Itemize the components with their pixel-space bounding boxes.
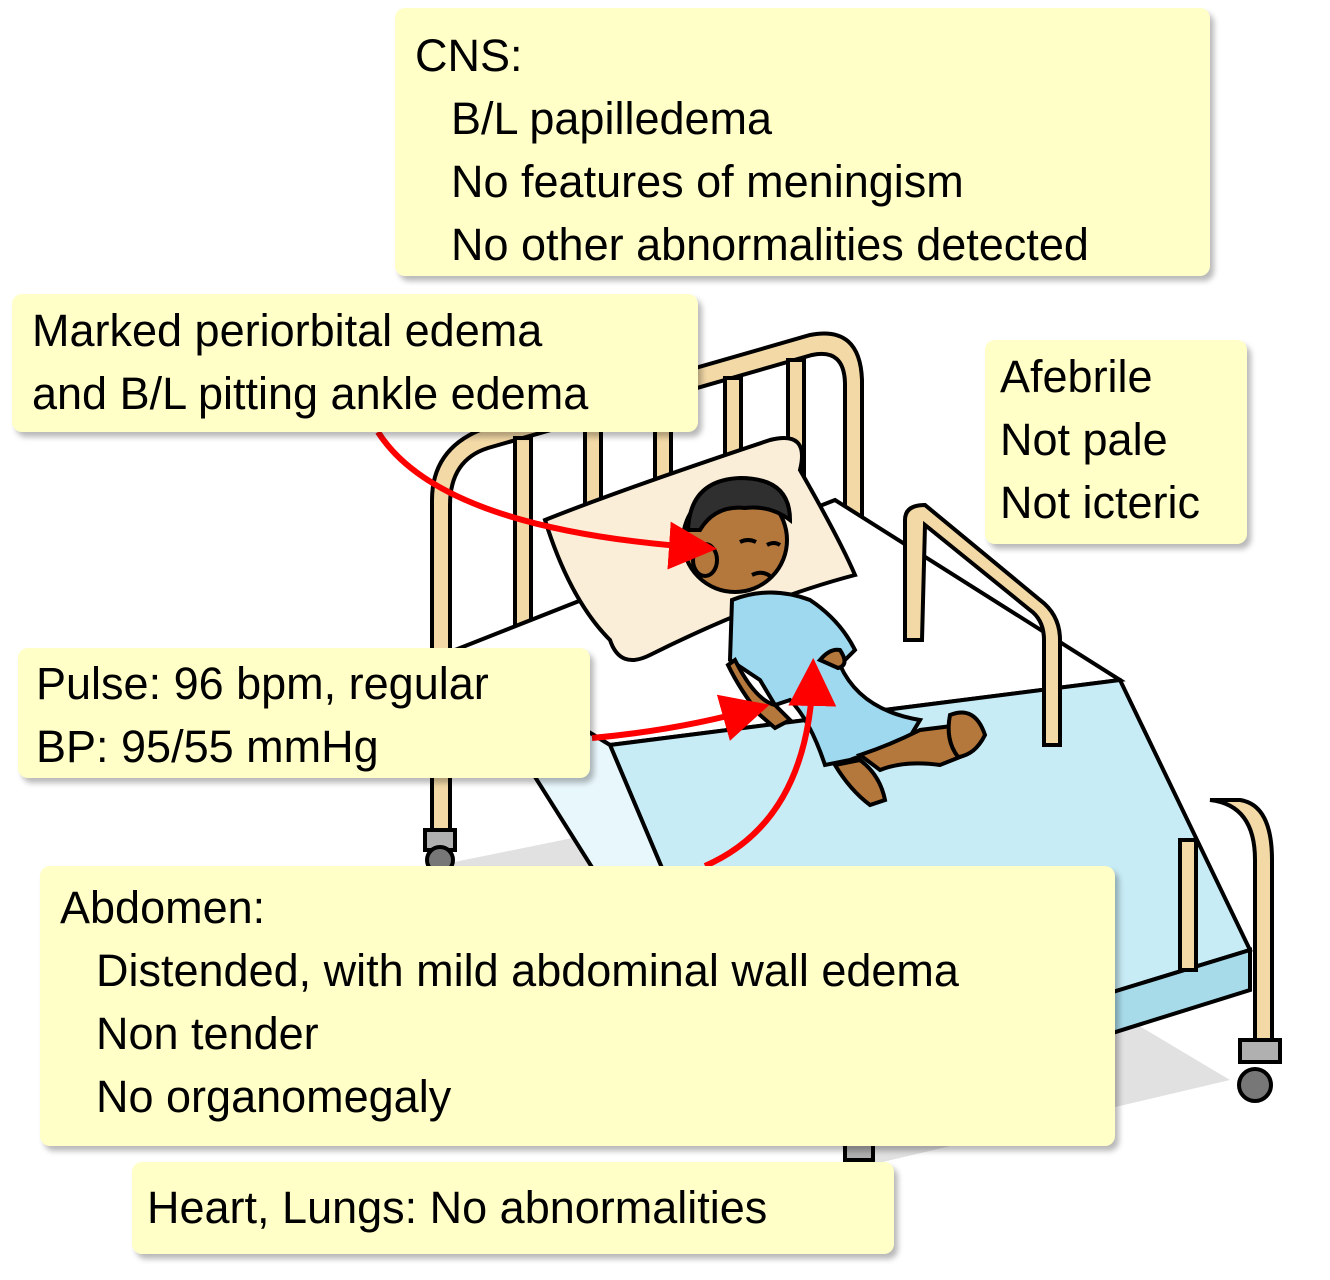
edema-line: and B/L pitting ankle edema bbox=[32, 368, 589, 419]
patient-hair bbox=[685, 475, 793, 532]
heart-lungs-note: Heart, Lungs: No abnormalities bbox=[132, 1162, 894, 1254]
edema-line: Marked periorbital edema bbox=[32, 305, 543, 356]
arrow-to-wrist bbox=[591, 694, 770, 741]
cns-note: CNS: B/L papilledema No features of meni… bbox=[395, 8, 1210, 276]
vitals-line: Pulse: 96 bpm, regular bbox=[36, 658, 489, 709]
heart-lungs-text: Heart, Lungs: No abnormalities bbox=[147, 1182, 768, 1233]
edema-note: Marked periorbital edema and B/L pitting… bbox=[12, 294, 698, 432]
cns-item: No features of meningism bbox=[451, 156, 964, 207]
vitals-line: BP: 95/55 mmHg bbox=[36, 721, 379, 772]
bed-foot-frame bbox=[1178, 798, 1274, 1042]
bed-caster bbox=[1237, 1038, 1282, 1103]
general-note: Afebrile Not pale Not icteric bbox=[985, 340, 1247, 544]
general-line: Afebrile bbox=[1000, 351, 1153, 402]
vitals-note: Pulse: 96 bpm, regular BP: 95/55 mmHg bbox=[18, 648, 590, 778]
abdomen-heading: Abdomen: bbox=[60, 882, 266, 933]
cns-item: No other abnormalities detected bbox=[451, 219, 1089, 270]
abdomen-item: Distended, with mild abdominal wall edem… bbox=[96, 945, 959, 996]
cns-heading: CNS: bbox=[415, 30, 523, 81]
arrow-to-eyes bbox=[375, 430, 717, 570]
abdomen-item: Non tender bbox=[96, 1008, 319, 1059]
general-line: Not pale bbox=[1000, 414, 1168, 465]
general-line: Not icteric bbox=[1000, 477, 1201, 528]
bed-side-rail bbox=[903, 502, 1062, 747]
cns-item: B/L papilledema bbox=[451, 93, 773, 144]
arrow-to-abdomen bbox=[703, 658, 837, 869]
abdomen-item: No organomegaly bbox=[96, 1071, 452, 1122]
abdomen-note: Abdomen: Distended, with mild abdominal … bbox=[40, 866, 1115, 1146]
